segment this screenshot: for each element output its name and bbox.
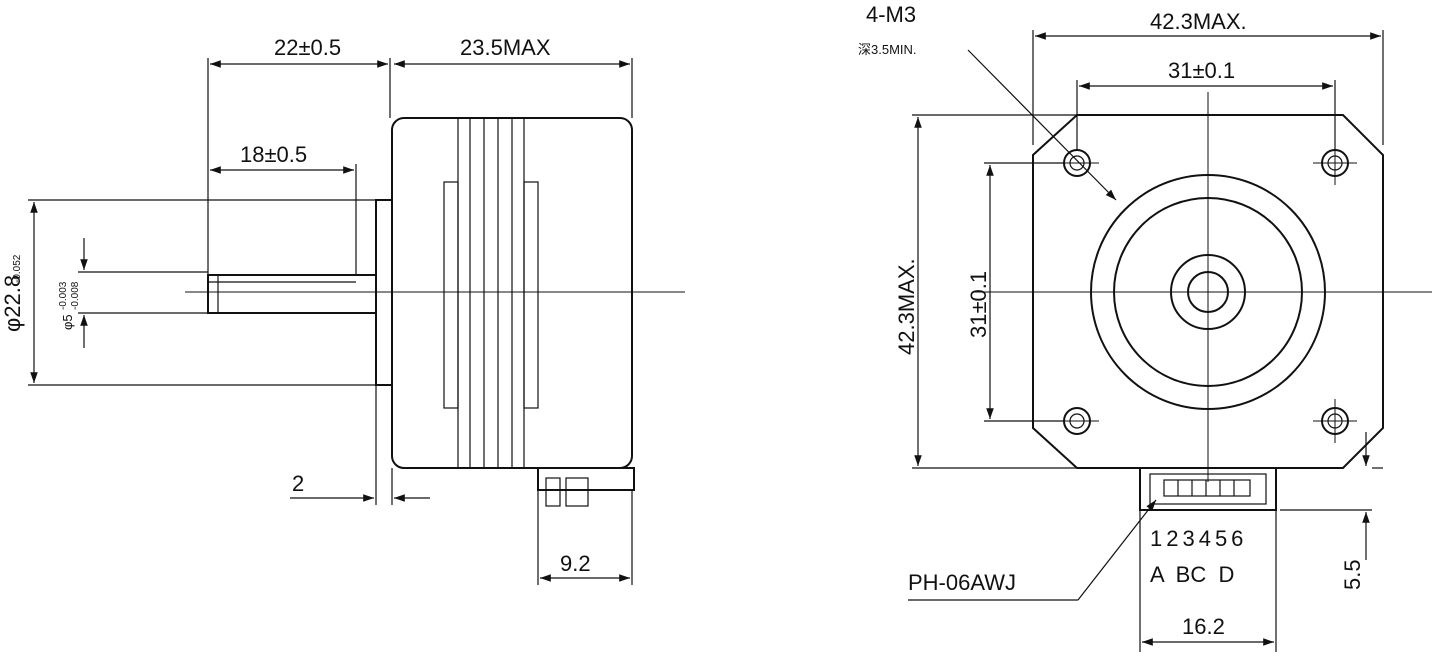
dim-phi5-tol-top: -0.003	[58, 281, 69, 310]
hole-leader	[967, 49, 1117, 201]
dim-23-5: 23.5MAX	[460, 35, 551, 60]
dim-phi22: φ22.8	[0, 275, 25, 332]
front-view: 4-M3 深3.5MIN. 42.3MAX. 31±0.1 42.3MAX. 3…	[858, 2, 1432, 652]
front-shaft	[1187, 271, 1229, 313]
dim-9-2: 9.2	[560, 551, 591, 576]
dim-22: 22±0.5	[274, 35, 341, 60]
hole-depth: 深3.5MIN.	[858, 42, 917, 57]
motor-fins	[443, 117, 539, 469]
motor-shaft	[207, 274, 377, 314]
side-connector	[537, 467, 635, 507]
dim-phi5-tol-bottom: -0.008	[70, 281, 81, 310]
height-max: 42.3MAX.	[894, 258, 919, 355]
front-hub	[1170, 254, 1246, 330]
hole-spec: 4-M3	[866, 2, 916, 27]
front-outer-ring	[1090, 174, 1326, 410]
side-view: 22±0.5 23.5MAX 18±0.5 φ22.8 -0.052 φ5 -0…	[0, 35, 685, 585]
dim-phi5: φ5	[60, 314, 75, 330]
pin-numbers: 123456	[1150, 526, 1247, 551]
dim-18: 18±0.5	[240, 142, 307, 167]
connector-offset: 5.5	[1340, 559, 1365, 590]
pin-letters: A BC D	[1150, 562, 1234, 587]
dim-phi22-tol: -0.052	[12, 254, 23, 283]
connector-part: PH-06AWJ	[908, 570, 1016, 595]
front-inner-ring	[1113, 197, 1303, 387]
dim-2: 2	[292, 471, 304, 496]
front-body-outline	[1032, 114, 1384, 469]
hole-spacing-v: 31±0.1	[966, 271, 991, 338]
hole-spacing-h: 31±0.1	[1168, 58, 1235, 83]
width-max: 42.3MAX.	[1150, 9, 1247, 34]
front-connector	[1139, 467, 1277, 511]
connector-width: 16.2	[1182, 614, 1225, 639]
